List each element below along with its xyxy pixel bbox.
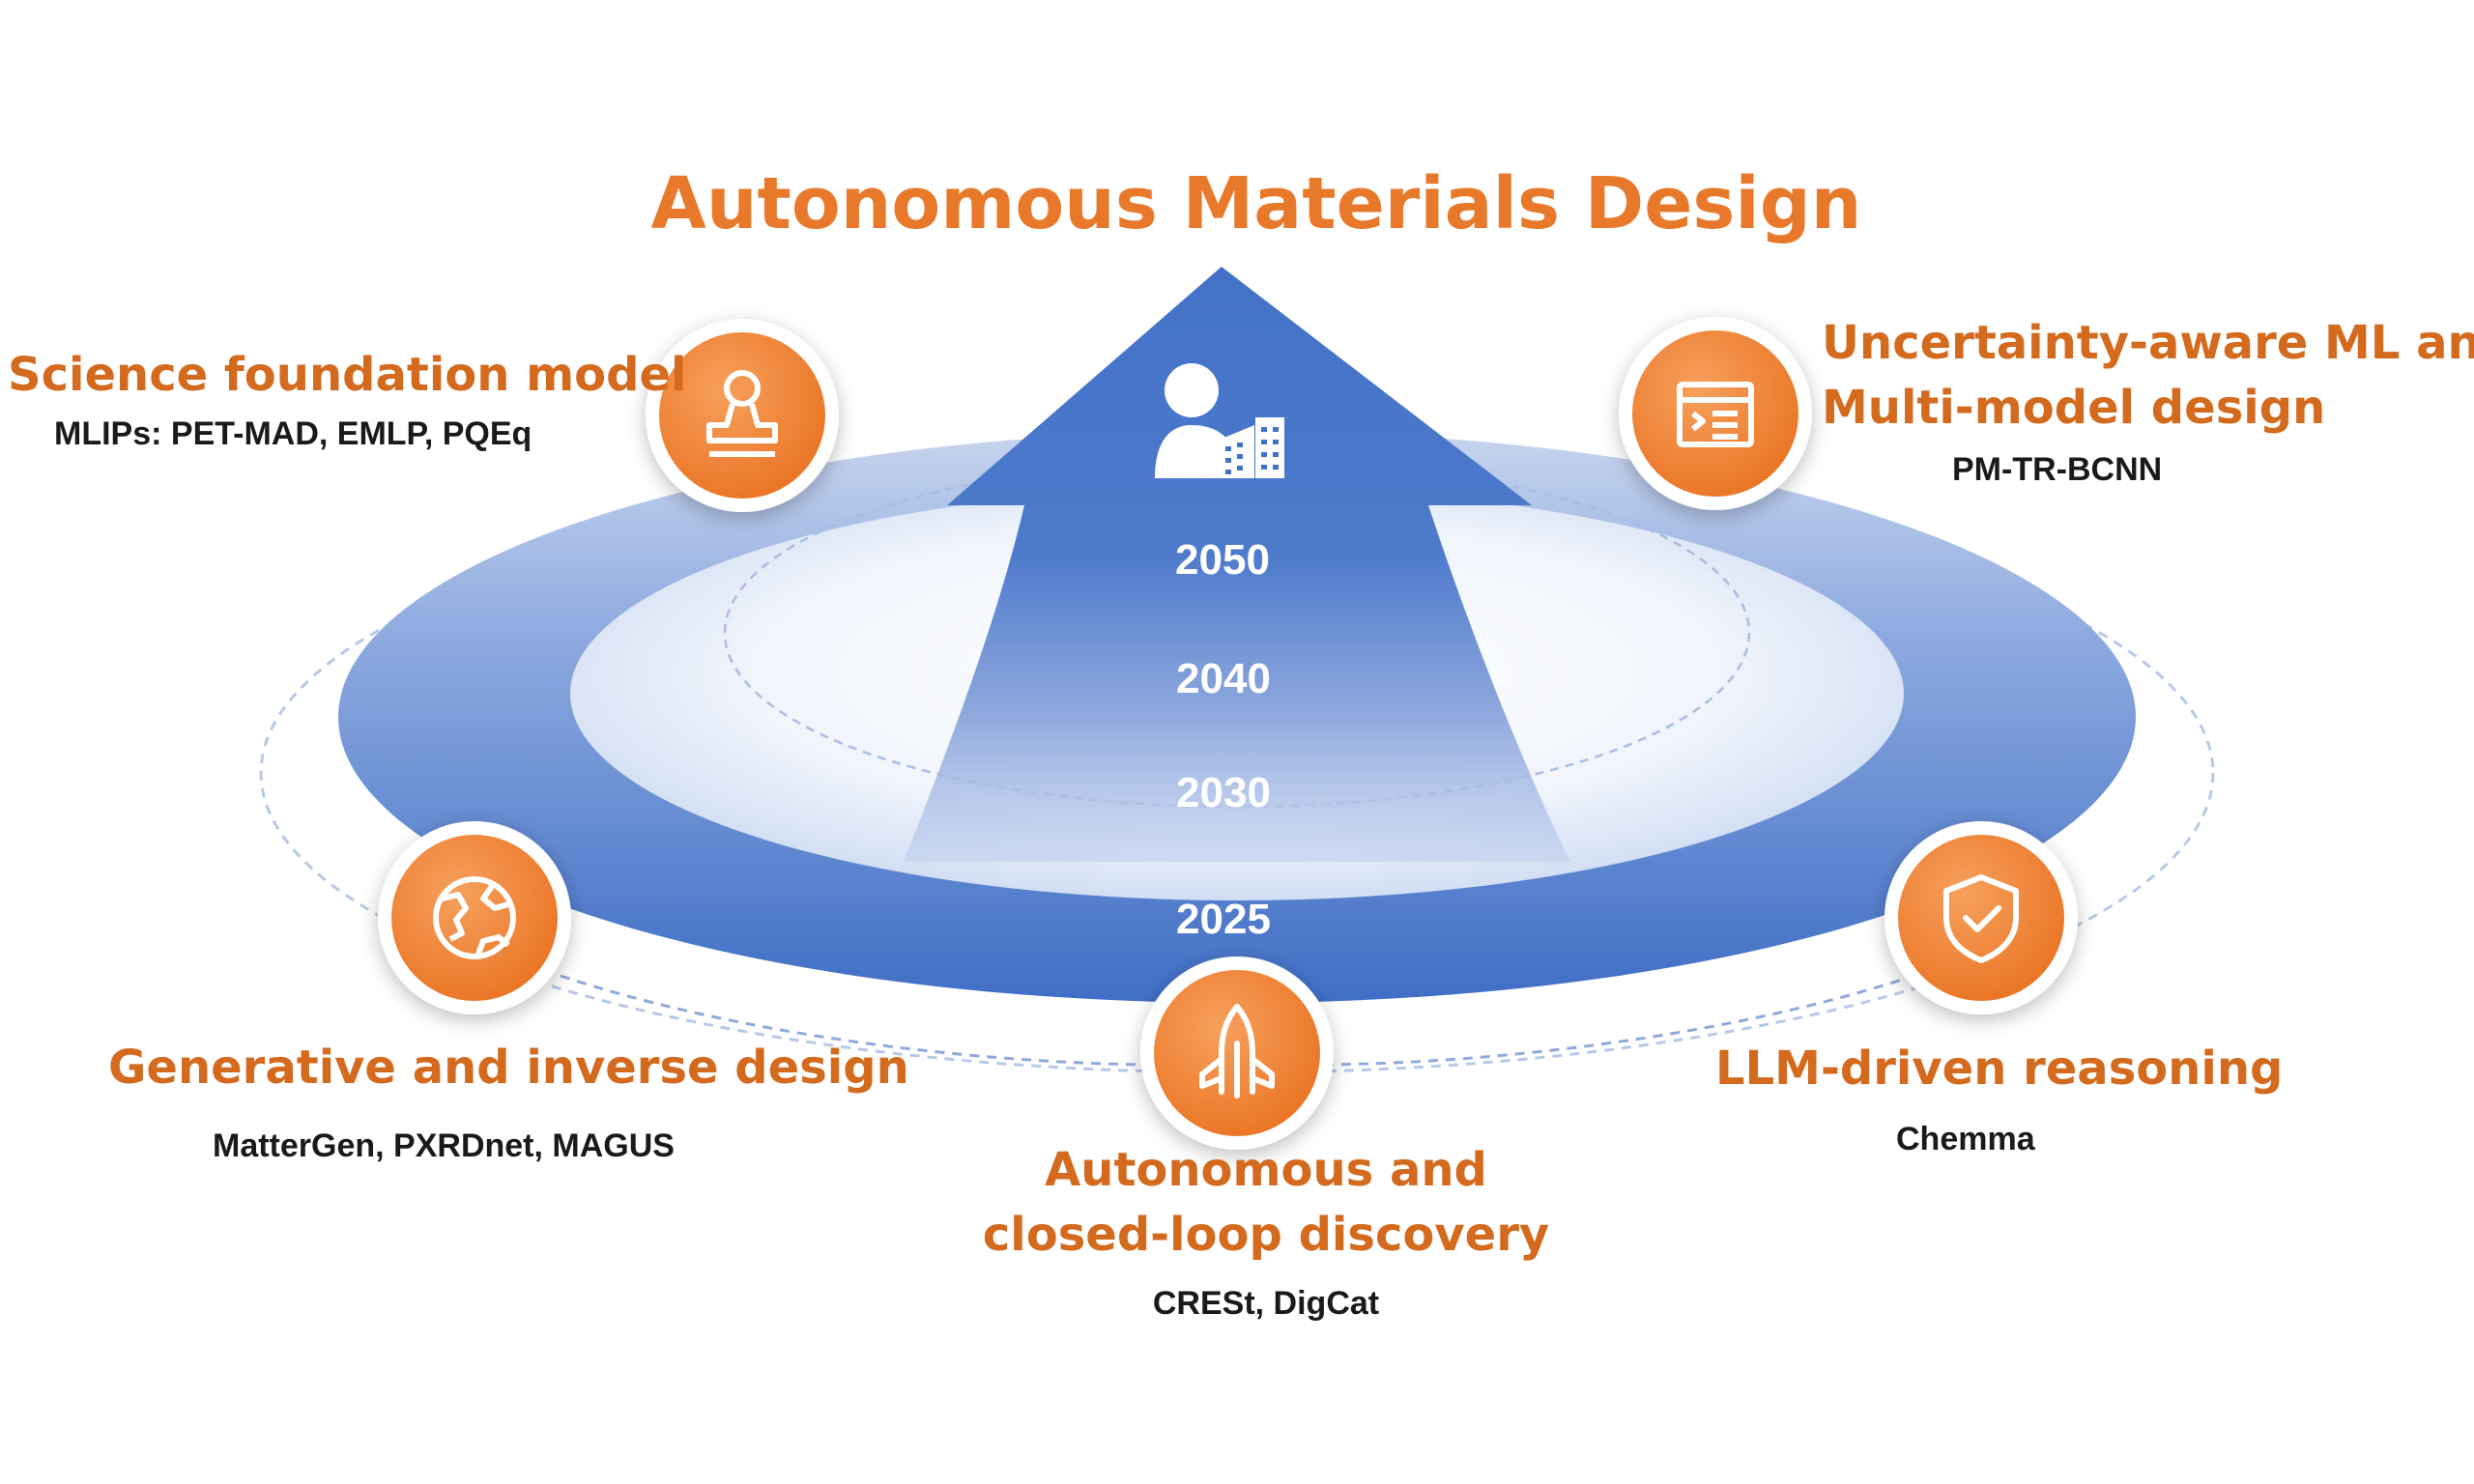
generative-subtitle: MatterGen, PXRDnet, MAGUS bbox=[213, 1127, 675, 1164]
terminal-window-icon bbox=[1677, 382, 1754, 447]
rocket-icon bbox=[1199, 1004, 1275, 1099]
uncertainty-subtitle: PM-TR-BCNN bbox=[1952, 451, 2163, 488]
connector-right bbox=[1323, 974, 1914, 1067]
orb-generative bbox=[378, 821, 571, 1014]
year-label: 2025 bbox=[1176, 896, 1271, 943]
orb-llm bbox=[1884, 821, 2078, 1014]
inner-orbit bbox=[723, 457, 1751, 809]
person-building-icon bbox=[1155, 363, 1284, 478]
uncertainty-title-line2: Multi-model design bbox=[1822, 381, 2326, 435]
growth-arrow bbox=[904, 267, 1570, 862]
llm-subtitle: Chemma bbox=[1896, 1121, 2035, 1157]
globe-icon bbox=[433, 876, 516, 959]
science-subtitle: MLIPs: PET-MAD, EMLP, PQEq bbox=[54, 415, 532, 452]
science-title: Science foundation model bbox=[8, 348, 687, 402]
generative-title: Generative and inverse design bbox=[108, 1041, 909, 1095]
llm-title: LLM-driven reasoning bbox=[1715, 1042, 2284, 1096]
year-label: 2030 bbox=[1176, 769, 1271, 816]
uncertainty-title-line1: Uncertainty-aware ML and bbox=[1822, 316, 2474, 370]
autonomous-title-line1: Autonomous and bbox=[1045, 1143, 1487, 1197]
year-label: 2040 bbox=[1176, 655, 1271, 702]
year-label: 2050 bbox=[1175, 536, 1270, 584]
connector-left bbox=[560, 974, 1151, 1067]
autonomous-subtitle: CRESt, DigCat bbox=[1152, 1285, 1380, 1322]
orb-science bbox=[646, 319, 839, 512]
shield-check-icon bbox=[1943, 874, 2019, 963]
page-title: Autonomous Materials Design bbox=[650, 162, 1862, 245]
stamp-icon bbox=[706, 370, 778, 457]
autonomous-title-line2: closed-loop discovery bbox=[982, 1208, 1550, 1262]
